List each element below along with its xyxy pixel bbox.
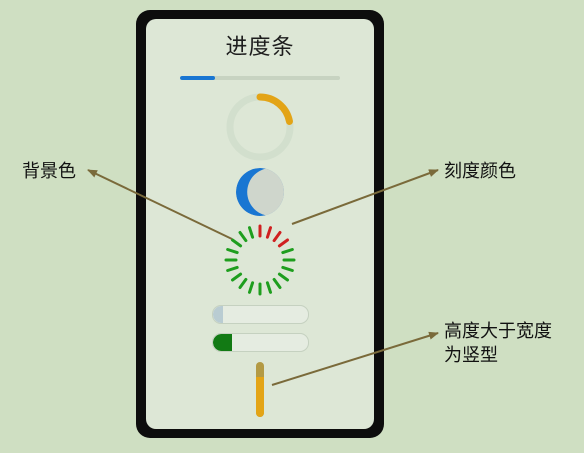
scale-ring-tick <box>238 277 248 290</box>
arrow-vertical <box>271 331 439 386</box>
scale-ring-tick <box>238 230 248 243</box>
scale-ring-tick <box>226 247 239 255</box>
scale-ring-tick <box>277 272 290 282</box>
scale-ring-progress <box>224 224 296 296</box>
label-scale-color: 刻度颜色 <box>444 161 516 182</box>
linear-progress-bar <box>180 76 340 80</box>
scale-ring-tick <box>230 272 243 282</box>
scale-ring-tick <box>265 226 273 239</box>
scale-ring-tick <box>230 238 243 248</box>
scale-ring-tick <box>272 277 282 290</box>
label-background-color: 背景色 <box>22 161 76 182</box>
ring-progress <box>226 93 294 161</box>
eclipse-progress <box>236 168 284 216</box>
scale-ring-tick <box>281 247 294 255</box>
vertical-capsule-progress <box>256 362 264 417</box>
label-vertical-line2: 为竖型 <box>444 345 498 366</box>
scale-ring-tick <box>226 265 239 273</box>
capsule-progress-2 <box>212 333 309 352</box>
scale-ring-tick <box>247 281 255 294</box>
page-title: 进度条 <box>225 35 295 60</box>
label-vertical-line1: 高度大于宽度 <box>444 321 552 342</box>
arrow-scale-color <box>291 169 439 225</box>
capsule-progress-1 <box>212 305 309 324</box>
capsule-progress-2-fill <box>213 334 232 351</box>
scale-ring-tick <box>247 226 255 239</box>
ring-progress-fill <box>226 93 294 161</box>
arrow-background-color <box>87 169 233 240</box>
scale-ring-tick <box>277 238 290 248</box>
scale-ring-tick <box>272 230 282 243</box>
linear-progress-fill <box>180 76 216 80</box>
scale-ring-tick <box>281 265 294 273</box>
app-screen: 进度条 <box>146 19 374 429</box>
capsule-progress-1-fill <box>213 306 223 323</box>
vertical-capsule-progress-fill <box>256 377 264 417</box>
scale-ring-tick <box>265 281 273 294</box>
device-frame: 进度条 <box>136 10 384 438</box>
